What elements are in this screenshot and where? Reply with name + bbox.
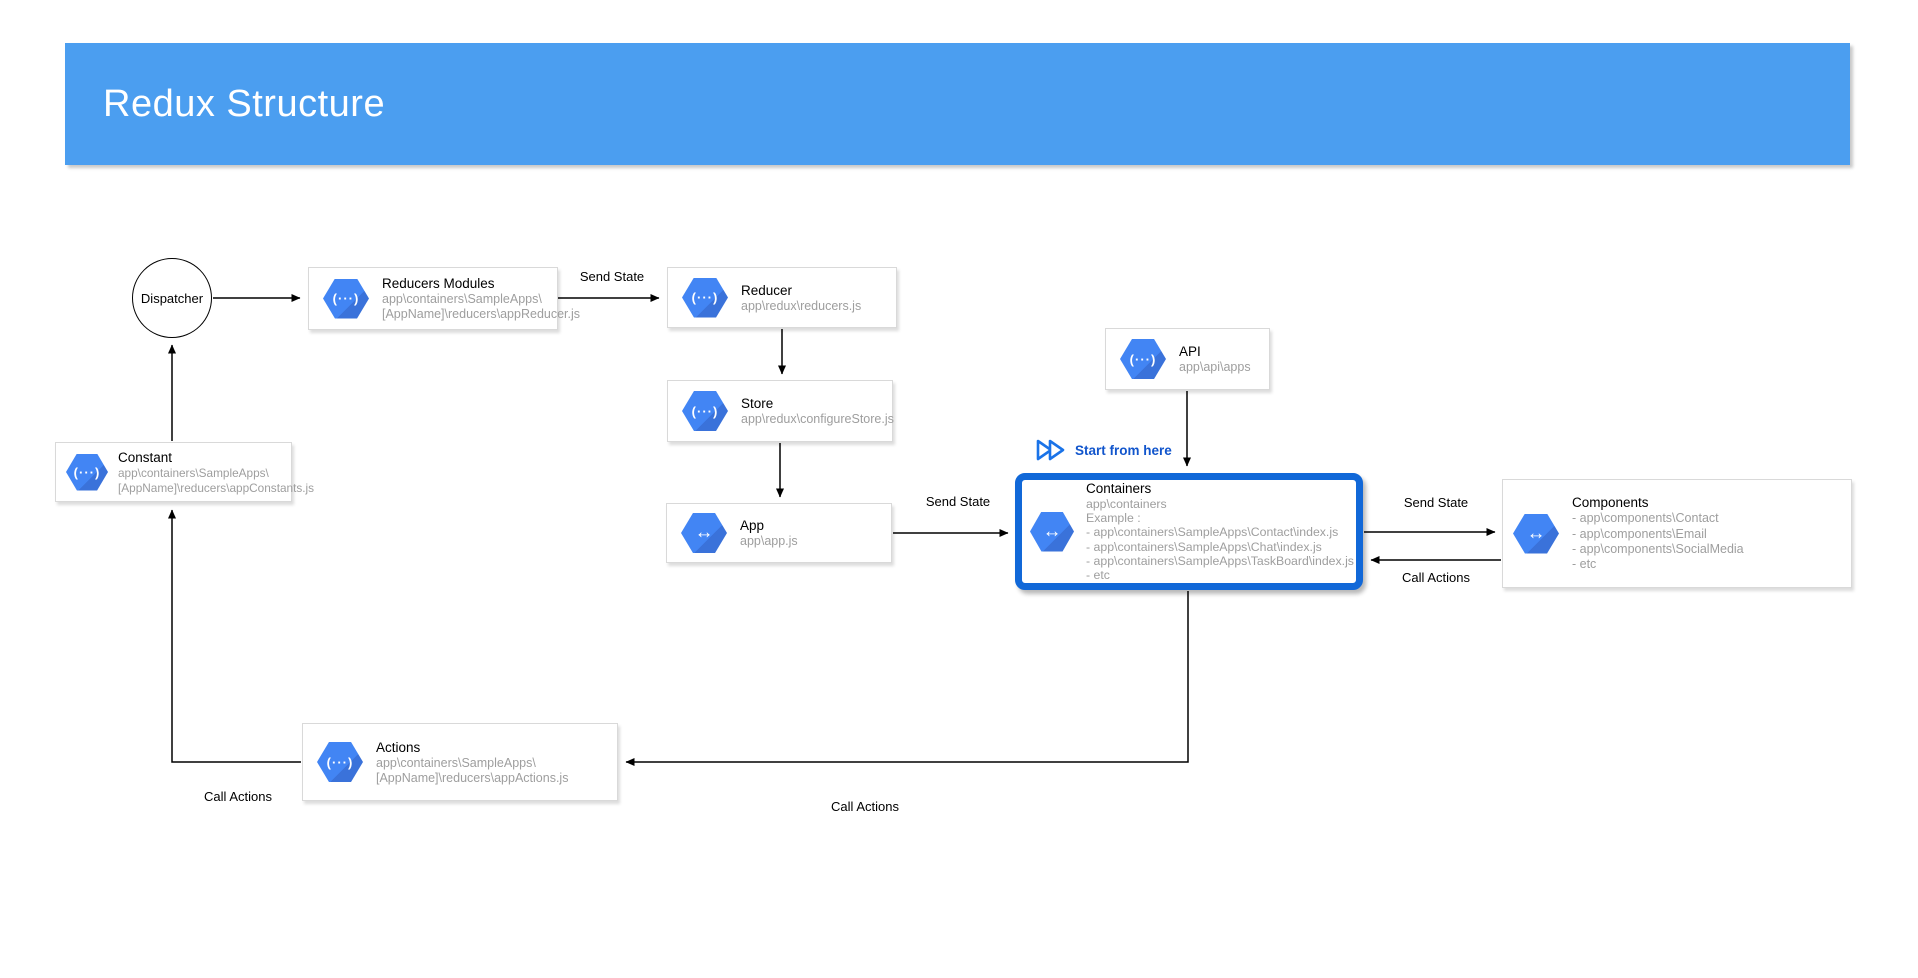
- code-hexagon-icon: (···): [682, 277, 728, 318]
- node-path: - app\containers\SampleApps\TaskBoard\in…: [1086, 553, 1354, 568]
- edge-label-call-actions: Call Actions: [1402, 570, 1470, 585]
- node-path: app\containers\SampleApps\: [382, 292, 542, 306]
- node-title: App: [740, 518, 765, 533]
- component-hexagon-icon: ↔: [1513, 513, 1559, 554]
- start-from-here-callout: Start from here: [1035, 438, 1172, 462]
- node-path: app\containers\SampleApps\: [376, 755, 536, 770]
- node-text: App app\app.js: [740, 517, 798, 549]
- node-text: Components - app\components\Contact - ap…: [1572, 494, 1744, 572]
- code-hexagon-icon: (···): [66, 453, 108, 491]
- node-path: [AppName]\reducers\appReducer.js: [382, 307, 581, 321]
- dispatcher-label: Dispatcher: [140, 290, 204, 306]
- code-hexagon-icon: (···): [1120, 339, 1166, 379]
- page-title: Redux Structure: [103, 82, 386, 125]
- code-hexagon-icon: (···): [317, 742, 363, 782]
- node-actions: (···) Actions app\containers\SampleApps\…: [302, 723, 618, 801]
- node-store: (···) Store app\redux\configureStore.js: [667, 380, 894, 442]
- node-reducers-modules: (···) Reducers Modules app\containers\Sa…: [308, 267, 580, 330]
- node-title: Constant: [118, 449, 173, 465]
- node-dispatcher: Dispatcher: [132, 258, 212, 338]
- node-title: Store: [741, 396, 774, 411]
- node-title: Components: [1572, 495, 1649, 511]
- node-path: app\api\apps: [1179, 360, 1251, 374]
- node-path: app\containers\SampleApps\: [118, 465, 269, 480]
- node-path: - app\components\Contact: [1572, 511, 1719, 526]
- node-reducer: (···) Reducer app\redux\reducers.js: [667, 267, 897, 328]
- component-hexagon-icon: ↔: [681, 513, 727, 553]
- edge-label-send-state: Send State: [1403, 495, 1469, 510]
- node-path: - app\containers\SampleApps\Contact\inde…: [1086, 525, 1339, 540]
- node-app: ↔ App app\app.js: [666, 503, 892, 563]
- node-text: Actions app\containers\SampleApps\ [AppN…: [376, 739, 568, 786]
- node-title: Actions: [376, 739, 421, 755]
- start-from-here-label: Start from here: [1075, 442, 1172, 458]
- title-banner: Redux Structure: [65, 43, 1850, 165]
- node-path: [AppName]\reducers\appActions.js: [376, 770, 569, 785]
- node-path: - etc: [1086, 568, 1110, 583]
- node-text: Store app\redux\configureStore.js: [741, 395, 894, 427]
- node-path: - etc: [1572, 557, 1597, 572]
- edge-actions-to-constant: [168, 509, 301, 763]
- node-api: (···) API app\api\apps: [1105, 328, 1270, 390]
- node-path: app\redux\reducers.js: [741, 298, 862, 313]
- node-text: Reducers Modules app\containers\SampleAp…: [382, 275, 580, 322]
- node-path: - app\containers\SampleApps\Chat\index.j…: [1086, 539, 1322, 554]
- node-title: Containers: [1086, 480, 1152, 496]
- node-path: app\redux\configureStore.js: [741, 412, 894, 426]
- node-title: Reducer: [741, 282, 793, 298]
- node-text: Containers app\containers Example : - ap…: [1086, 481, 1354, 583]
- edge-containers-to-actions: [625, 591, 1189, 766]
- code-hexagon-icon: (···): [682, 391, 728, 431]
- node-components: ↔ Components - app\components\Contact - …: [1502, 479, 1852, 588]
- edge-label-send-state: Send State: [579, 269, 645, 284]
- node-title: Reducers Modules: [382, 276, 495, 291]
- edge-label-call-actions: Call Actions: [831, 799, 899, 814]
- node-example-heading: Example :: [1086, 510, 1141, 525]
- fast-forward-icon: [1036, 439, 1065, 461]
- node-text: Reducer app\redux\reducers.js: [741, 282, 861, 314]
- node-text: Constant app\containers\SampleApps\ [App…: [118, 449, 314, 496]
- node-path: app\app.js: [740, 534, 798, 548]
- node-path: [AppName]\reducers\appConstants.js: [118, 480, 315, 495]
- node-containers: ↔ Containers app\containers Example : - …: [1015, 473, 1363, 590]
- node-path: - app\components\Email: [1572, 526, 1707, 541]
- edge-label-send-state: Send State: [925, 494, 991, 509]
- node-text: API app\api\apps: [1179, 343, 1251, 375]
- node-path: app\containers: [1086, 496, 1167, 511]
- node-path: - app\components\SocialMedia: [1572, 542, 1744, 556]
- node-title: API: [1179, 344, 1201, 359]
- component-hexagon-icon: ↔: [1030, 511, 1074, 552]
- edge-label-call-actions: Call Actions: [204, 789, 272, 804]
- node-constant: (···) Constant app\containers\SampleApps…: [55, 442, 314, 502]
- code-hexagon-icon: (···): [323, 278, 369, 319]
